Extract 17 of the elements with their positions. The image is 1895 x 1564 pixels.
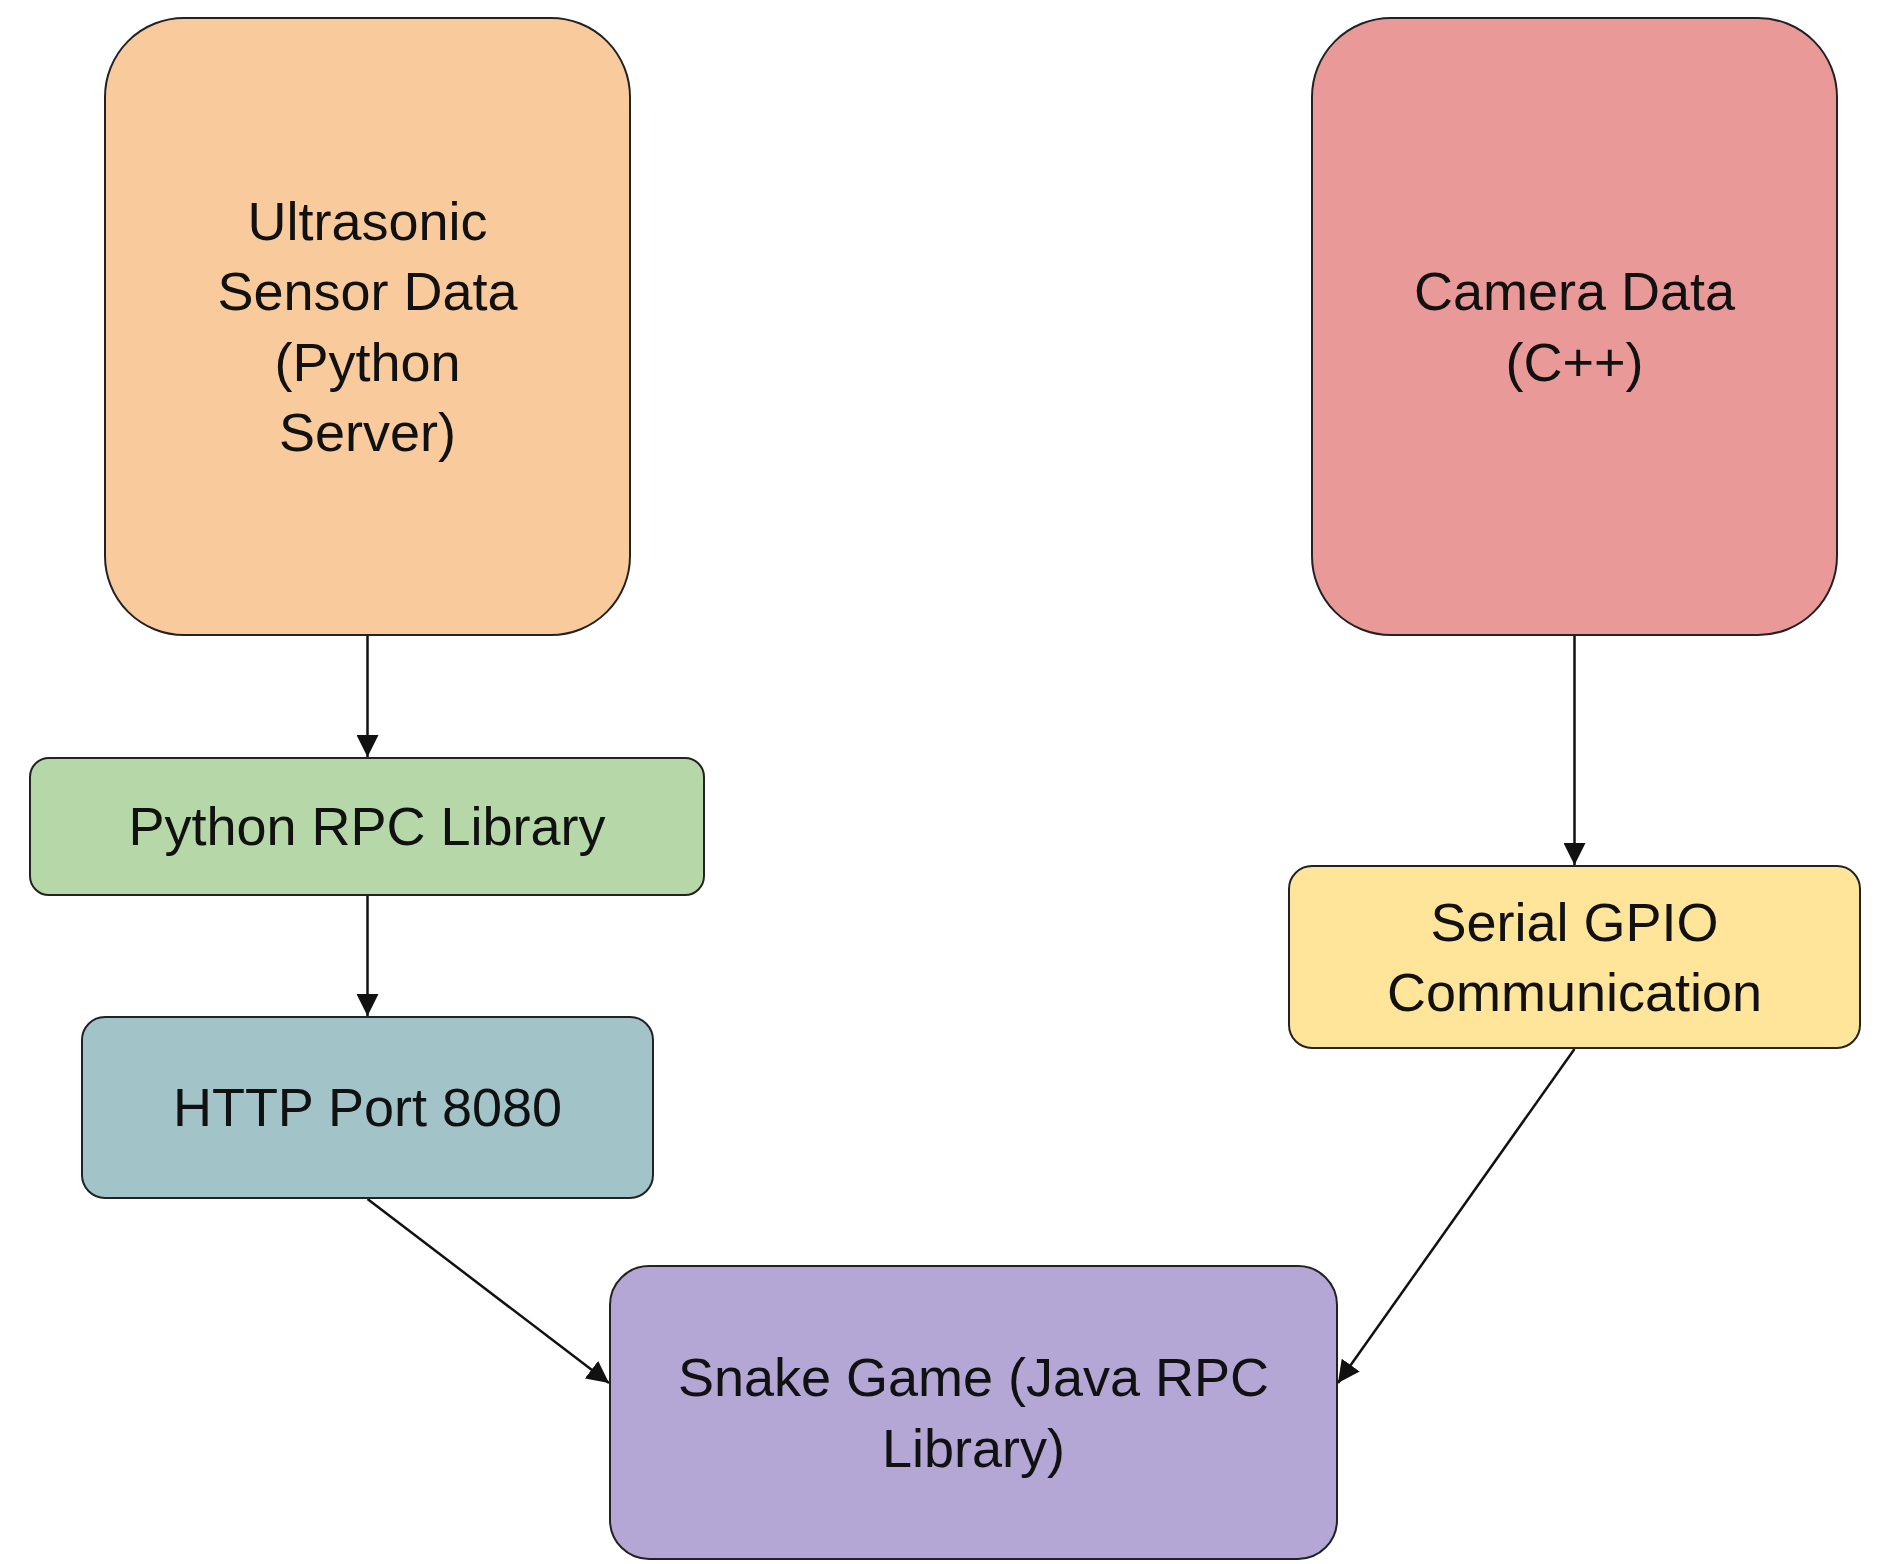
process-box	[29, 757, 705, 896]
node-label: Ultrasonic Sensor Data (Python Server)	[216, 190, 519, 464]
process-box	[1311, 17, 1838, 636]
process-box	[609, 1265, 1338, 1560]
node-label: Serial GPIO Communication	[1385, 890, 1764, 1024]
arrow	[366, 1198, 610, 1384]
arrow	[1563, 636, 1586, 865]
node-label: Snake Game (Java RPC Library)	[676, 1346, 1271, 1480]
process-box	[1288, 865, 1861, 1049]
node-label: Camera Data (C++)	[1412, 260, 1737, 394]
node-label: HTTP Port 8080	[172, 1076, 563, 1140]
process-box	[81, 1016, 654, 1199]
process-box	[104, 17, 631, 636]
arrow	[356, 636, 379, 757]
node-label: Python RPC Library	[128, 795, 606, 859]
arrow	[356, 896, 379, 1016]
arrow	[1336, 1048, 1576, 1384]
